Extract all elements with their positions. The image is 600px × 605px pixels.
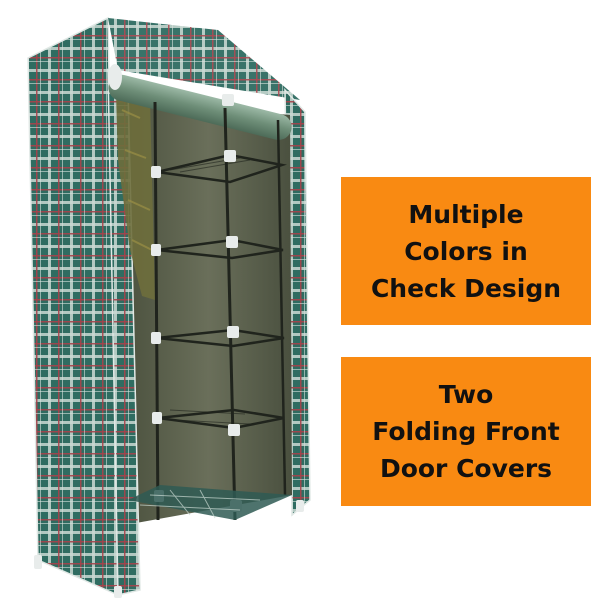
wardrobe-icon [27, 16, 311, 598]
feature-text-doors: Two Folding Front Door Covers [372, 376, 559, 487]
feature-line: Multiple [408, 199, 524, 229]
feature-line: Two [438, 380, 494, 409]
feature-line: Check Design [370, 273, 562, 303]
feature-box-colors: Multiple Colors in Check Design [341, 177, 591, 325]
feature-line: Colors in [404, 236, 528, 266]
feature-text-colors: Multiple Colors in Check Design [371, 196, 561, 307]
feature-line: Door Covers [379, 454, 553, 483]
feature-box-doors: Two Folding Front Door Covers [341, 357, 591, 506]
feature-line: Folding Front [372, 417, 560, 446]
wardrobe-product-image [27, 16, 311, 598]
